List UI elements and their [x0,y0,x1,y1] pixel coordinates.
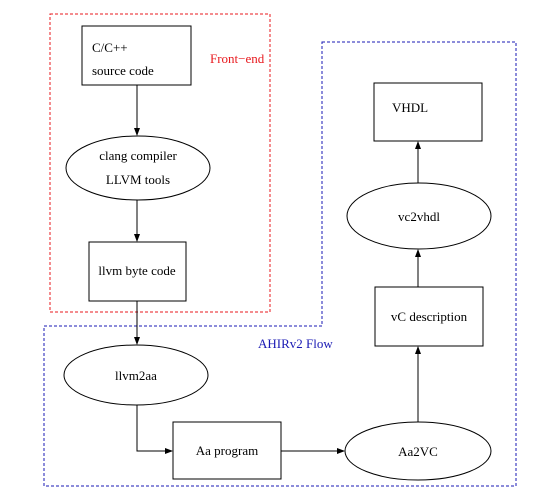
vhdl-label: VHDL [392,100,428,115]
bytecode-label: llvm byte code [98,263,175,278]
clang-line1: clang compiler [99,148,177,163]
node-vc-description: vC description [374,286,484,347]
node-aa2vc: Aa2VC [344,421,492,481]
llvm2aa-label: llvm2aa [115,368,157,383]
source-line1: C/C++ [92,40,128,55]
node-vc2vhdl: vc2vhdl [346,182,492,250]
vc-description-label: vC description [391,309,468,324]
node-vhdl: VHDL [373,82,483,142]
node-llvm-byte-code: llvm byte code [88,241,187,302]
node-llvm2aa: llvm2aa [63,344,209,406]
vc2vhdl-label: vc2vhdl [398,209,440,224]
node-clang-compiler: clang compiler LLVM tools [65,135,211,201]
node-aa-program: Aa program [172,421,282,480]
ahir-flow-region [43,41,517,487]
edge-llvm2aa-to-aa-program [136,405,173,454]
aa2vc-label: Aa2VC [398,444,438,459]
aa-program-label: Aa program [196,443,258,458]
node-source-code: C/C++ source code [81,25,192,86]
ahir-flow-label: AHIRv2 Flow [258,336,333,351]
front-end-label: Front−end [210,51,265,66]
front-end-region [49,13,271,313]
clang-line2: LLVM tools [106,172,170,187]
source-line2: source code [92,63,154,78]
